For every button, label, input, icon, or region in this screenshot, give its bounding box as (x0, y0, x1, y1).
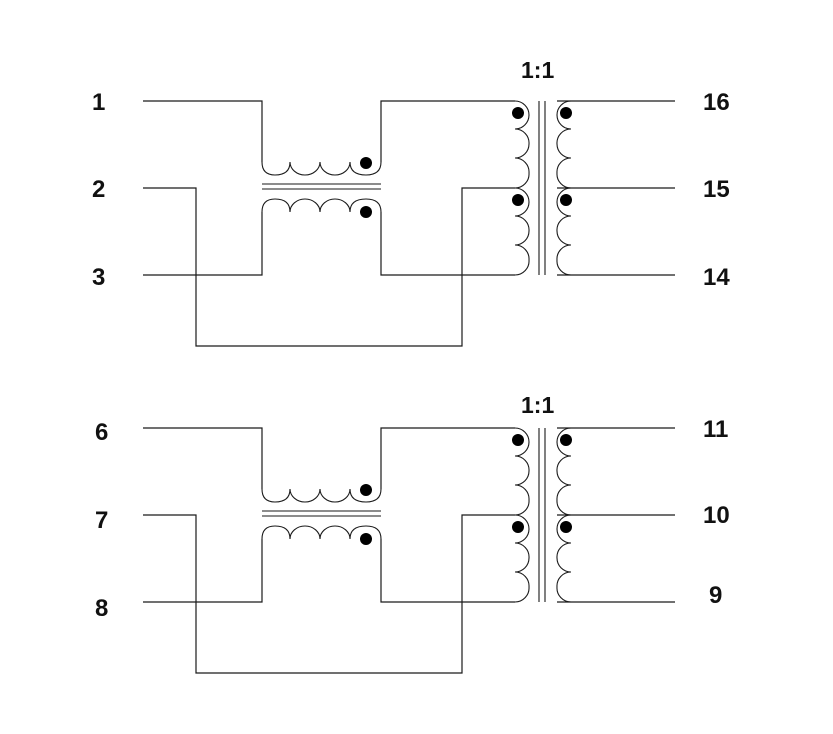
wire-center-tap-loop (143, 187, 515, 347)
transformer-polarity-dot-secondary-middle (560, 194, 572, 206)
wire-choke-to-transformer-bottom (380, 212, 515, 276)
wire-choke-to-transformer-bottom (380, 539, 515, 603)
pin-label-right-bottom: 9 (709, 582, 722, 609)
pin-label-left-middle: 7 (95, 507, 108, 534)
transformer-secondary-winding (556, 100, 572, 276)
transformer-ratio-label: 1:1 (521, 57, 554, 83)
isolation-transformer (512, 427, 572, 603)
pin-label-left-top: 1 (92, 89, 105, 116)
choke-polarity-dot-lower (360, 533, 372, 545)
transformer-primary-winding (514, 100, 530, 276)
common-mode-choke (261, 484, 382, 545)
choke-winding-upper (261, 161, 382, 176)
pin-label-left-bottom: 3 (92, 264, 105, 291)
choke-winding-lower (261, 198, 382, 213)
transformer-polarity-dot-secondary-top (560, 434, 572, 446)
pin-label-left-top: 6 (95, 419, 108, 446)
pin-label-right-top: 11 (703, 416, 728, 443)
circuit-lower: 6 7 8 11 10 9 1:1 (95, 392, 730, 674)
choke-polarity-dot-upper (360, 484, 372, 496)
transformer-polarity-dot-primary-top (512, 107, 524, 119)
pin-label-left-middle: 2 (92, 176, 105, 203)
transformer-polarity-dot-secondary-top (560, 107, 572, 119)
wire-center-tap-loop (143, 514, 515, 674)
wire-choke-to-transformer-top (380, 100, 515, 162)
pin-label-right-bottom: 14 (703, 264, 730, 291)
common-mode-choke (261, 157, 382, 218)
transformer-ratio-label: 1:1 (521, 392, 554, 418)
pin-label-right-middle: 10 (703, 502, 730, 529)
transformer-primary-winding (514, 427, 530, 603)
circuit-upper: 1 2 3 16 15 14 1:1 (92, 57, 730, 347)
wire-pin-bottom-to-choke (143, 539, 263, 603)
transformer-polarity-dot-secondary-middle (560, 521, 572, 533)
choke-winding-lower (261, 525, 382, 540)
transformer-polarity-dot-primary-middle (512, 194, 524, 206)
choke-polarity-dot-upper (360, 157, 372, 169)
choke-winding-upper (261, 488, 382, 503)
wire-pin-top-to-choke (143, 427, 263, 489)
transformer-secondary-winding (556, 427, 572, 603)
wire-pin-top-to-choke (143, 100, 263, 162)
transformer-polarity-dot-primary-top (512, 434, 524, 446)
pin-label-left-bottom: 8 (95, 595, 108, 622)
pin-label-right-middle: 15 (703, 176, 730, 203)
choke-polarity-dot-lower (360, 206, 372, 218)
wire-pin-bottom-to-choke (143, 212, 263, 276)
pin-label-right-top: 16 (703, 89, 730, 116)
isolation-transformer (512, 100, 572, 276)
transformer-polarity-dot-primary-middle (512, 521, 524, 533)
wire-choke-to-transformer-top (380, 427, 515, 489)
